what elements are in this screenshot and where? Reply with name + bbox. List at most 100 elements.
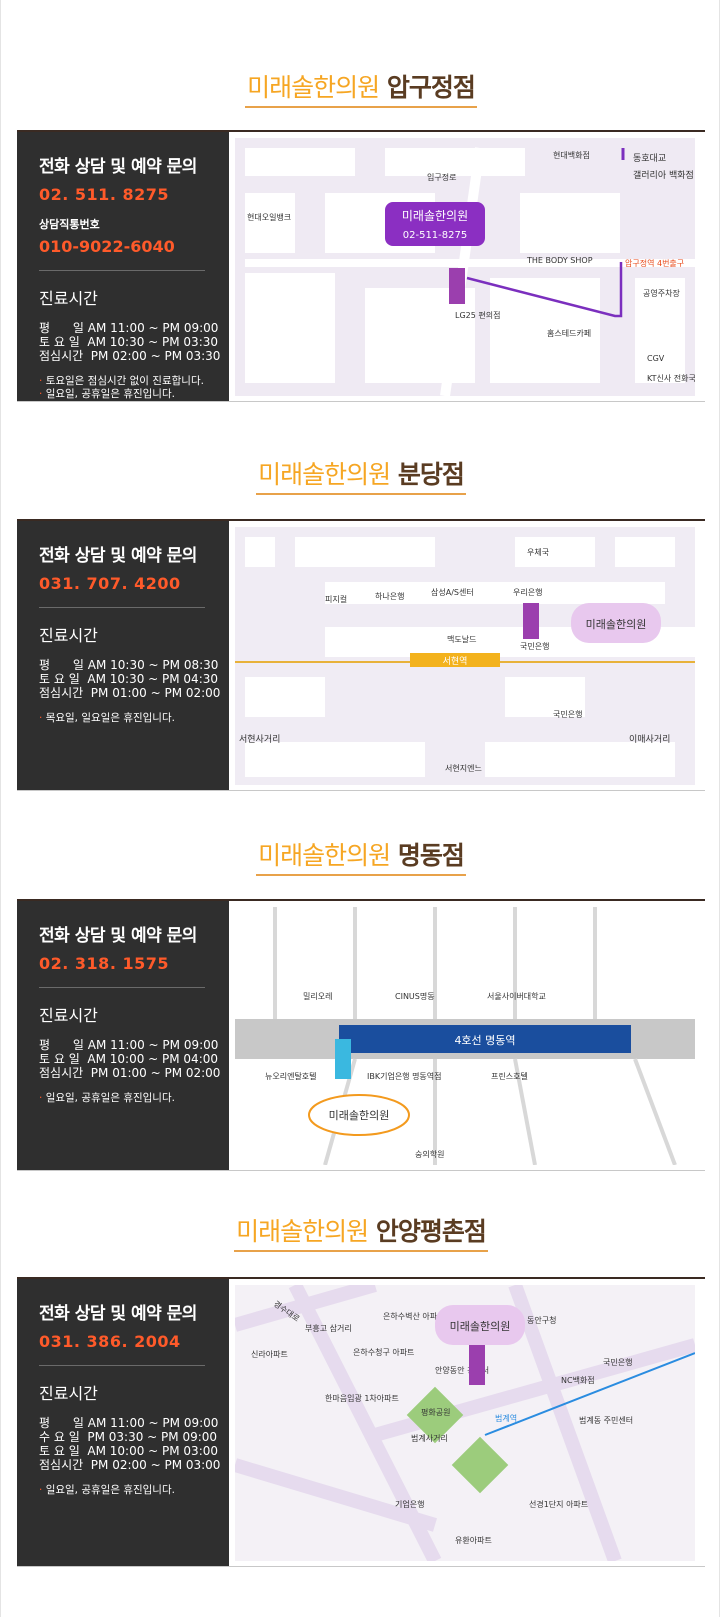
bubble-phone: 02-511-8275 [403,230,467,241]
hours-title: 진료시간 [39,1384,98,1403]
hours-title: 진료시간 [39,1006,98,1025]
map-canvas: 경수대로 부흥고 삼거리 은하수벽산 아파트 동안구청 신라아파트 은하수청구 … [235,1285,695,1561]
phone-number[interactable]: 031. 386. 2004 [39,1332,181,1351]
logo-text: 미래솔한의원 [450,1320,511,1333]
hours-row: 평 일 AM 11:00 ~ PM 09:00 [39,1038,219,1052]
map-label: KT신사 전화국 [647,373,695,383]
map-label: 우리은행 [513,587,542,597]
divider [39,987,205,988]
contact-panel: 전화 상담 및 예약 문의 031. 386. 2004 진료시간 평 일 AM… [17,1279,229,1566]
map-label: 공영주차장 [643,288,680,298]
note-item: 목요일, 일요일은 휴진입니다. [39,712,229,725]
notes: 토요일은 점심시간 없이 진료합니다. 일요일, 공휴일은 휴진입니다. [39,375,229,401]
map-label: IBK기업은행 명동역점 [367,1071,442,1081]
notes: 목요일, 일요일은 휴진입니다. [39,712,229,725]
map-canvas: 4호선 명동역 밀리오레 CINUS명동 서울사이버대학교 뉴오리엔탈호텔 IB… [235,907,695,1165]
branch-section-myeongdong: 전화 상담 및 예약 문의 02. 318. 1575 진료시간 평 일 AM … [17,899,705,1171]
map-labels: 현대백화점 동호대교 갤러리아 백화점 입구정로 현대오일뱅크 THE BODY… [247,150,695,383]
map-canvas: 현대백화점 동호대교 갤러리아 백화점 입구정로 현대오일뱅크 THE BODY… [235,138,695,396]
park-icon [406,1386,464,1444]
map-label: 기업은행 [395,1499,424,1509]
map-label: 평화공원 [421,1407,450,1417]
clinic-logo [435,1305,525,1345]
map-label: 국민은행 [603,1357,632,1367]
map-label: 동호대교 [633,153,666,164]
logo-text: 미래솔한의원 [329,1109,390,1122]
hours-title: 진료시간 [39,289,98,308]
hours-row: 평 일 AM 11:00 ~ PM 09:00 [39,1416,219,1430]
note-item: 일요일, 공휴일은 휴진입니다. [39,1484,229,1497]
map-label: 안양동안 경찰서 [435,1365,489,1375]
contact-panel: 전화 상담 및 예약 문의 02. 511. 8275 상담직통번호 010-9… [17,132,229,401]
hours-row: 평 일 AM 11:00 ~ PM 09:00 [39,321,219,335]
map-label: 서울사이버대학교 [487,991,546,1001]
clinic-logo [308,1094,410,1136]
building-icon [335,1039,351,1079]
map-canvas: 서현역 우체국 피지컬 하나은행 삼성A/S센터 우리은행 맥도날드 국민은행 … [235,527,695,785]
hours-list: 평 일 AM 11:00 ~ PM 09:00 수 요 일 PM 03:30 ~… [39,1416,229,1472]
hours-row: 토 요 일 AM 10:30 ~ PM 04:30 [39,672,219,686]
map-label: 국민은행 [553,709,582,719]
phone-number[interactable]: 031. 707. 4200 [39,574,181,593]
map-label: LG25 편의점 [455,310,500,320]
map-label: 한마음임광 1차아파트 [325,1393,399,1403]
divider [39,270,205,271]
building-icon [523,603,539,639]
note-item: 일요일, 공휴일은 휴진입니다. [39,1092,229,1105]
map-label: 갤러리아 백화점 [633,169,694,181]
park-icon [451,1436,509,1494]
hours-row: 토 요 일 AM 10:00 ~ PM 04:00 [39,1052,219,1066]
map-label: 은하수벽산 아파트 [383,1311,444,1321]
phone-number[interactable]: 02. 511. 8275 [39,185,169,204]
map-label: 우체국 [527,547,549,557]
map-label: 하나은행 [375,591,404,601]
map-bundang[interactable]: 서현역 우체국 피지컬 하나은행 삼성A/S센터 우리은행 맥도날드 국민은행 … [229,521,705,790]
branch-section-anyang: 전화 상담 및 예약 문의 031. 386. 2004 진료시간 평 일 AM… [17,1277,705,1567]
map-label: 신라아파트 [251,1349,288,1359]
phone-number[interactable]: 02. 318. 1575 [39,954,169,973]
map-label: 현대백화점 [553,150,590,160]
hours-row: 점심시간 PM 01:00 ~ PM 02:00 [39,1066,221,1080]
contact-heading: 전화 상담 및 예약 문의 [39,546,197,566]
map-label: CGV [647,354,665,363]
map-label: 홈스테드카페 [547,328,591,338]
contact-heading: 전화 상담 및 예약 문의 [39,157,197,177]
divider [39,1365,205,1366]
map-label: 범계사거리 [411,1433,448,1443]
hours-row: 점심시간 PM 02:00 ~ PM 03:30 [39,349,221,363]
map-label: NC백화점 [561,1375,595,1385]
hours-row: 수 요 일 PM 03:30 ~ PM 09:00 [39,1430,218,1444]
hours-list: 평 일 AM 11:00 ~ PM 09:00 토 요 일 AM 10:00 ~… [39,1038,229,1080]
map-myeongdong[interactable]: 4호선 명동역 밀리오레 CINUS명동 서울사이버대학교 뉴오리엔탈호텔 IB… [229,901,705,1170]
map-label: 은하수청구 아파트 [353,1347,414,1357]
note-item: 일요일, 공휴일은 휴진입니다. [39,388,229,401]
building-icon [449,268,465,304]
contact-panel: 전화 상담 및 예약 문의 02. 318. 1575 진료시간 평 일 AM … [17,901,229,1170]
contact-heading: 전화 상담 및 예약 문의 [39,1304,197,1324]
clinic-bubble [385,202,485,246]
map-label: 범계역 [495,1413,517,1423]
map-label: THE BODY SHOP [526,256,593,265]
direct-line-label: 상담직통번호 [39,218,100,231]
map-apgujeong[interactable]: 현대백화점 동호대교 갤러리아 백화점 입구정로 현대오일뱅크 THE BODY… [229,132,705,401]
map-anyang[interactable]: 경수대로 부흥고 삼거리 은하수벽산 아파트 동안구청 신라아파트 은하수청구 … [229,1279,705,1566]
notes: 일요일, 공휴일은 휴진입니다. [39,1484,229,1497]
hours-row: 토 요 일 AM 10:30 ~ PM 03:30 [39,335,219,349]
map-label: 4호선 명동역 [454,1034,515,1047]
branch-section-bundang: 전화 상담 및 예약 문의 031. 707. 4200 진료시간 평 일 AM… [17,519,705,791]
map-label: 서현지엔느 [445,763,482,773]
map-label: CINUS명동 [395,991,435,1001]
divider [39,607,205,608]
station-bar [410,653,500,667]
map-label: 밀리오레 [303,992,332,1001]
contact-heading: 전화 상담 및 예약 문의 [39,926,197,946]
map-label: 맥도날드 [447,634,476,644]
map-label: 범계동 주민센터 [579,1415,633,1425]
map-label: 입구정로 [427,172,456,182]
direct-phone-number[interactable]: 010-9022-6040 [39,237,175,256]
building-icon [469,1345,485,1385]
map-label: 삼성A/S센터 [431,587,474,597]
notes: 일요일, 공휴일은 휴진입니다. [39,1092,229,1105]
hours-title: 진료시간 [39,626,98,645]
contact-panel: 전화 상담 및 예약 문의 031. 707. 4200 진료시간 평 일 AM… [17,521,229,790]
